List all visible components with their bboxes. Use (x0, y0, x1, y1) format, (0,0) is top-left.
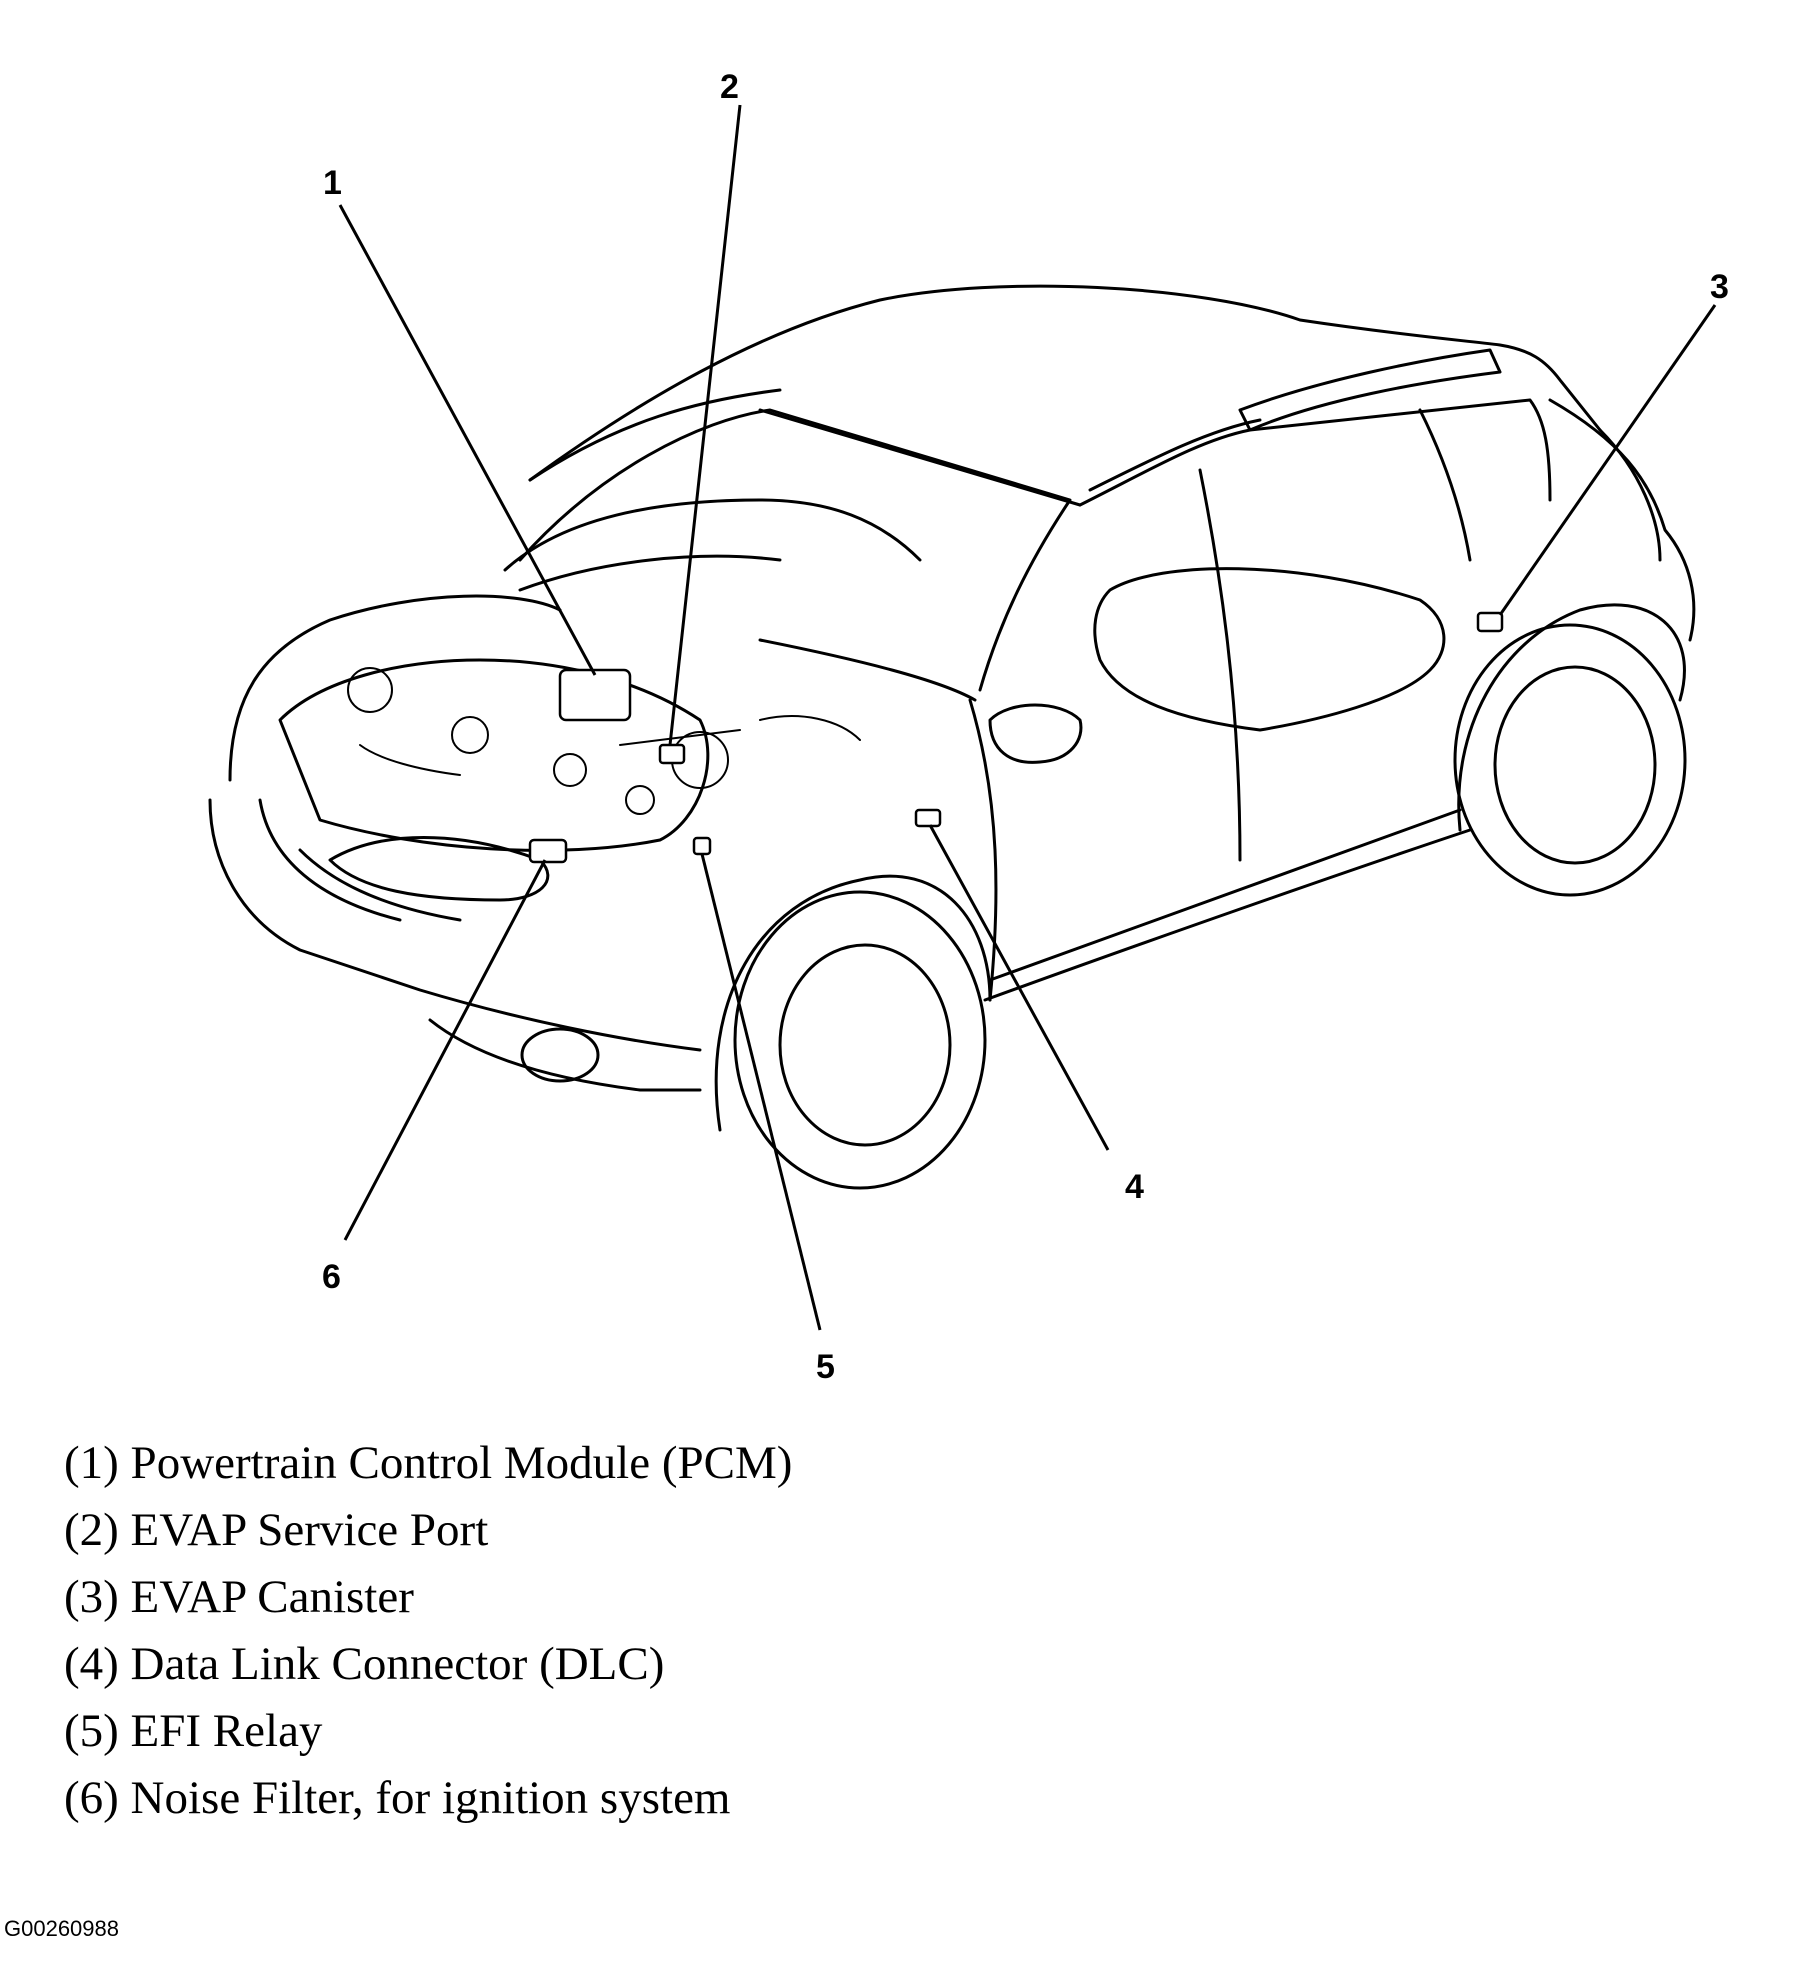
legend-item-evap-service-port: (2) EVAP Service Port (64, 1504, 489, 1556)
leader-line-3 (1498, 304, 1717, 616)
callout-number-4: 4 (1125, 1168, 1144, 1206)
leader-line-5 (700, 853, 822, 1331)
vehicle-component-locator-diagram: 1 2 3 4 5 6 (208, 68, 1729, 1386)
callout-number-3: 3 (1710, 268, 1729, 306)
vehicle-illustration (208, 284, 1696, 1190)
leader-line-2 (668, 104, 742, 746)
legend-item-evap-canister: (3) EVAP Canister (64, 1571, 414, 1623)
callout-number-1: 1 (323, 164, 342, 202)
callout-leader-lines (338, 104, 1717, 1331)
legend-item-pcm: (1) Powertrain Control Module (PCM) (64, 1437, 793, 1489)
leader-line-6 (343, 859, 547, 1241)
legend-item-dlc: (4) Data Link Connector (DLC) (64, 1638, 665, 1690)
leader-line-1 (338, 204, 597, 676)
callout-number-6: 6 (322, 1258, 341, 1296)
leader-line-4 (928, 824, 1110, 1151)
component-legend: (1) Powertrain Control Module (PCM) (2) … (64, 1430, 792, 1832)
callout-numbers: 1 2 3 4 5 6 (322, 68, 1729, 1386)
callout-number-2: 2 (720, 68, 739, 106)
callout-number-5: 5 (816, 1348, 835, 1386)
legend-item-noise-filter: (6) Noise Filter, for ignition system (64, 1772, 731, 1824)
figure-code: G00260988 (4, 1916, 119, 1941)
legend-item-efi-relay: (5) EFI Relay (64, 1705, 323, 1757)
